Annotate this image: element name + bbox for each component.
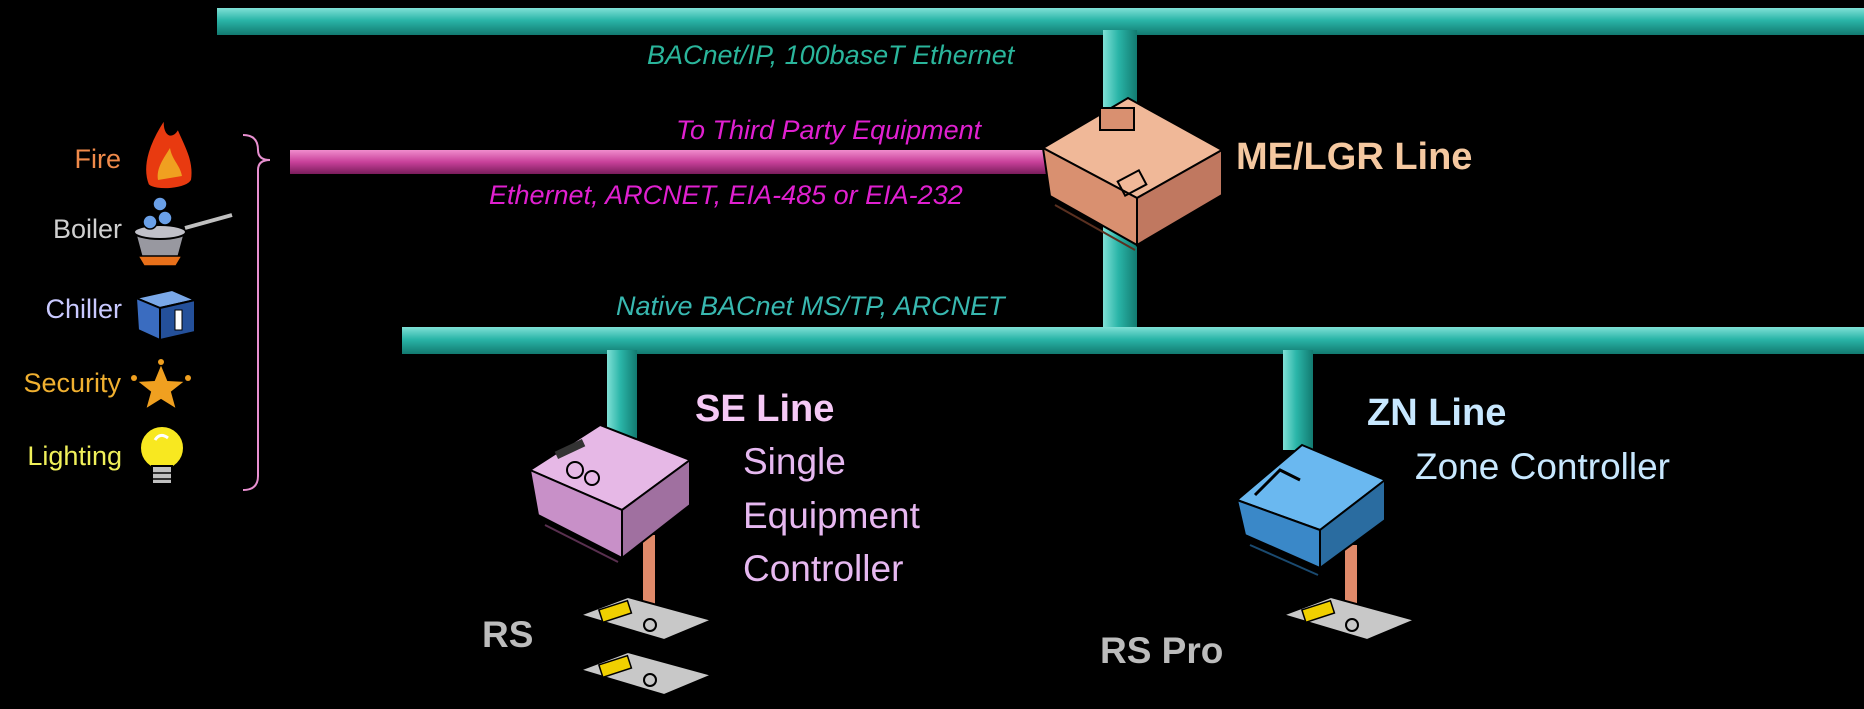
se-title: SE Line: [695, 388, 835, 430]
chiller-icon: [132, 288, 199, 342]
third-party-brace: [242, 134, 271, 491]
mstp-bus: [402, 327, 1864, 354]
zn-title: ZN Line: [1367, 392, 1507, 434]
chiller-label: Chiller: [45, 294, 122, 324]
rs-pro-sensor-icon: [1279, 595, 1419, 642]
third-party-protocols-label: Ethernet, ARCNET, EIA-485 or EIA-232: [489, 180, 963, 210]
me-lgr-title: ME/LGR Line: [1236, 136, 1473, 178]
rs-label: RS: [482, 614, 534, 655]
zn-drop: [1283, 350, 1313, 450]
se-sensor-wire: [643, 535, 655, 610]
se-controller-icon: [527, 423, 693, 563]
me-lgr-controller-icon: [1040, 96, 1225, 251]
boiler-label: Boiler: [52, 214, 122, 244]
bacnet-ip-label: BACnet/IP, 100baseT Ethernet: [647, 40, 1015, 70]
security-label: Security: [23, 368, 121, 398]
zn-description: Zone Controller: [1415, 446, 1671, 487]
zn-controller-icon: [1235, 443, 1387, 576]
security-star-icon: [131, 359, 191, 413]
se-drop: [607, 350, 637, 440]
mstp-label: Native BACnet MS/TP, ARCNET: [616, 291, 1005, 321]
se-description-line-3: Controller: [743, 548, 904, 589]
fire-label: Fire: [74, 144, 122, 174]
rs-sensor-icon: [576, 595, 716, 697]
fire-icon: [144, 117, 194, 191]
boiler-icon: [133, 196, 233, 267]
third-party-bus: [290, 150, 1080, 174]
third-party-label: To Third Party Equipment: [676, 115, 982, 145]
rs-pro-label: RS Pro: [1100, 630, 1224, 671]
lightbulb-icon: [139, 425, 185, 485]
se-description-line-1: Single: [743, 441, 846, 482]
zn-sensor-wire: [1345, 545, 1357, 610]
bacnet-ip-bus: [217, 8, 1864, 35]
se-description-line-2: Equipment: [743, 495, 920, 536]
lighting-label: Lighting: [27, 441, 122, 471]
